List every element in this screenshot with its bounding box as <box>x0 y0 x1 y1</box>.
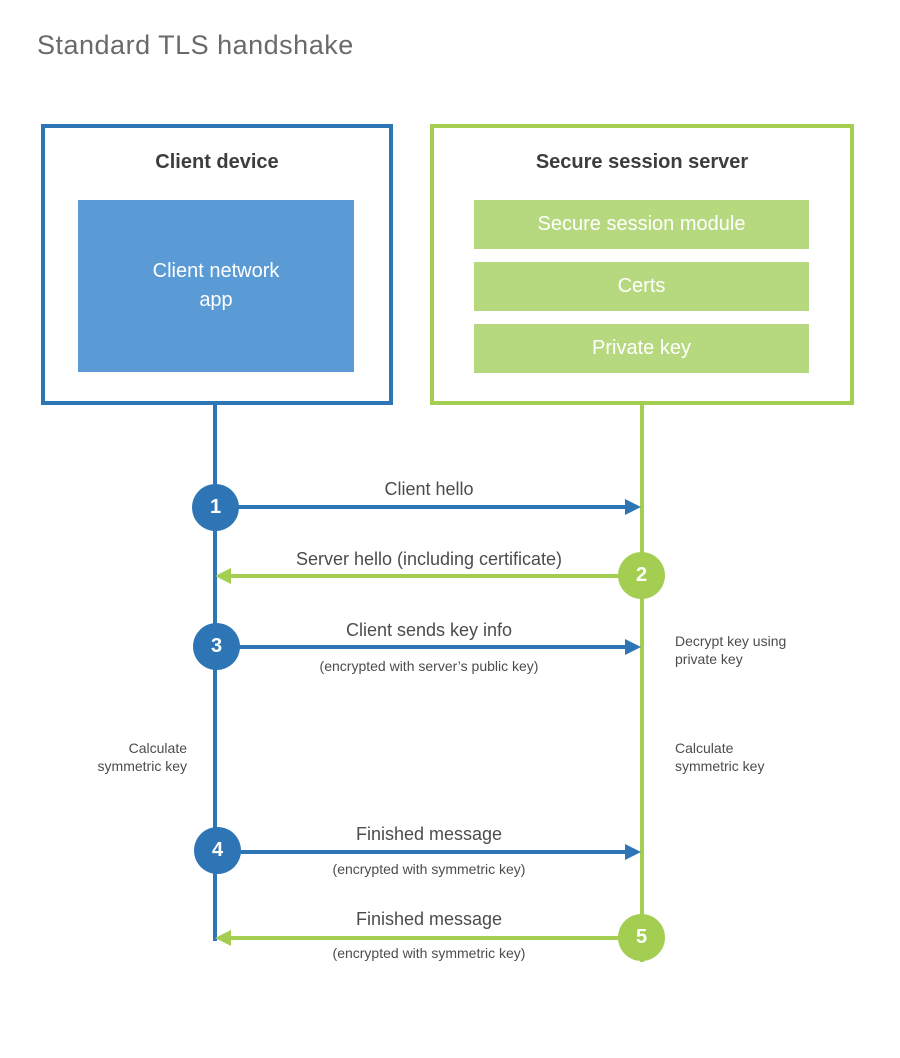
step-badge-1: 1 <box>192 484 239 531</box>
message-step2: Server hello (including certificate) <box>215 549 643 570</box>
page-title: Standard TLS handshake <box>37 30 354 60</box>
message-step3-sub: (encrypted with server’s public key) <box>215 658 643 674</box>
message-step2-label: Server hello (including certificate) <box>295 549 563 569</box>
message-step4-sub: (encrypted with symmetric key) <box>215 861 643 877</box>
message-step4: Finished message <box>215 824 643 845</box>
arrow-step4-line <box>217 850 626 854</box>
arrow-step2-line <box>231 574 642 578</box>
client-device-box: Client device Client network app <box>41 124 393 405</box>
message-step3-sublabel: (encrypted with server’s public key) <box>319 658 539 674</box>
message-step4-label: Finished message <box>355 824 503 844</box>
client-network-app-label: Client network app <box>152 260 280 311</box>
step-badge-2: 2 <box>618 552 665 599</box>
message-step3: Client sends key info <box>215 620 643 641</box>
server-heading: Secure session server <box>535 151 749 173</box>
note-calculate-symmetric-key-server: Calculate symmetric key <box>675 740 765 775</box>
step-badge-5: 5 <box>618 914 665 961</box>
arrow-step1-line <box>215 505 626 509</box>
note-decrypt-key: Decrypt key using private key <box>675 633 787 668</box>
client-device-heading: Client device <box>155 151 279 173</box>
arrow-step3-line <box>216 645 626 649</box>
message-step3-label: Client sends key info <box>345 620 513 640</box>
arrow-step5-line <box>231 936 642 940</box>
message-step5-sub: (encrypted with symmetric key) <box>215 945 643 961</box>
arrow-step3-head-icon <box>625 639 641 655</box>
message-step5-sublabel: (encrypted with symmetric key) <box>332 945 526 961</box>
message-step5-label: Finished message <box>355 909 503 929</box>
message-step4-sublabel: (encrypted with symmetric key) <box>332 861 526 877</box>
server-module-secure-session: Secure session module <box>474 200 809 249</box>
server-lifeline <box>640 404 644 962</box>
arrow-step1-head-icon <box>625 499 641 515</box>
note-calculate-symmetric-key-client: Calculate symmetric key <box>97 740 187 775</box>
client-network-app-block: Client network app <box>78 200 354 372</box>
server-module-private-key: Private key <box>474 324 809 373</box>
message-step5: Finished message <box>215 909 643 930</box>
message-step1: Client hello <box>215 479 643 500</box>
arrow-step5-head-icon <box>215 930 231 946</box>
client-lifeline <box>213 404 217 941</box>
secure-session-server-box: Secure session server Secure session mod… <box>430 124 854 405</box>
step-badge-4: 4 <box>194 827 241 874</box>
arrow-step4-head-icon <box>625 844 641 860</box>
step-badge-3: 3 <box>193 623 240 670</box>
arrow-step2-head-icon <box>215 568 231 584</box>
message-step1-label: Client hello <box>384 479 474 499</box>
server-module-certs: Certs <box>474 262 809 311</box>
